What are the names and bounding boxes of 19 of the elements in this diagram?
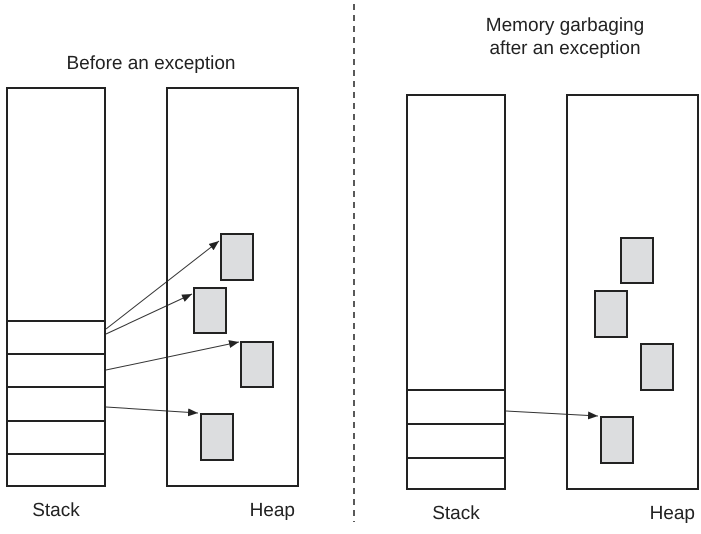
- heap-object: [620, 237, 654, 284]
- heap-object: [600, 416, 634, 464]
- stack-label: Stack: [431, 502, 481, 525]
- heap-object: [193, 287, 227, 334]
- arrow: [106, 340, 240, 370]
- heap-label: Heap: [250, 499, 295, 522]
- heap-object: [200, 413, 234, 461]
- panel-title: Before an exception: [65, 52, 236, 75]
- stack-label: Stack: [31, 499, 81, 522]
- heap-object: [220, 233, 254, 281]
- heap-label: Heap: [650, 502, 695, 525]
- heap-object: [594, 290, 628, 338]
- arrow: [106, 406, 198, 416]
- panel-title: Memory garbaging after an exception: [484, 14, 646, 60]
- arrow: [106, 294, 192, 334]
- arrow: [106, 240, 220, 330]
- arrow: [506, 410, 598, 420]
- heap-object: [240, 341, 274, 388]
- heap-object: [640, 343, 674, 391]
